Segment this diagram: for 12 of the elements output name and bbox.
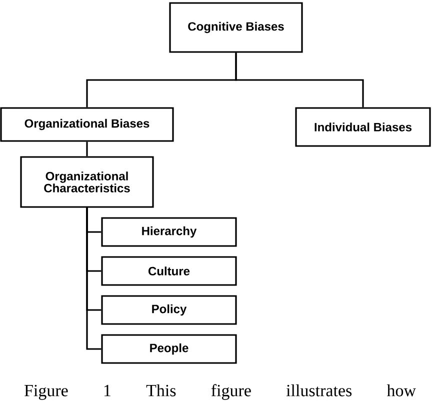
connector-line xyxy=(86,208,102,350)
category-box: Policy xyxy=(101,295,237,325)
category-box: People xyxy=(101,334,237,364)
connector-line xyxy=(86,142,88,156)
category-box: Individual Biases xyxy=(295,107,431,147)
category-box: Cognitive Biases xyxy=(169,2,303,53)
connector-line xyxy=(235,52,364,108)
category-box: Organizational Biases xyxy=(0,107,174,142)
category-box: Culture xyxy=(101,256,237,286)
caption: Figure 1 This figure illustrates how xyxy=(24,384,416,400)
category-box: Organizational Characteristics xyxy=(20,156,154,208)
category-box: Hierarchy xyxy=(101,217,237,247)
